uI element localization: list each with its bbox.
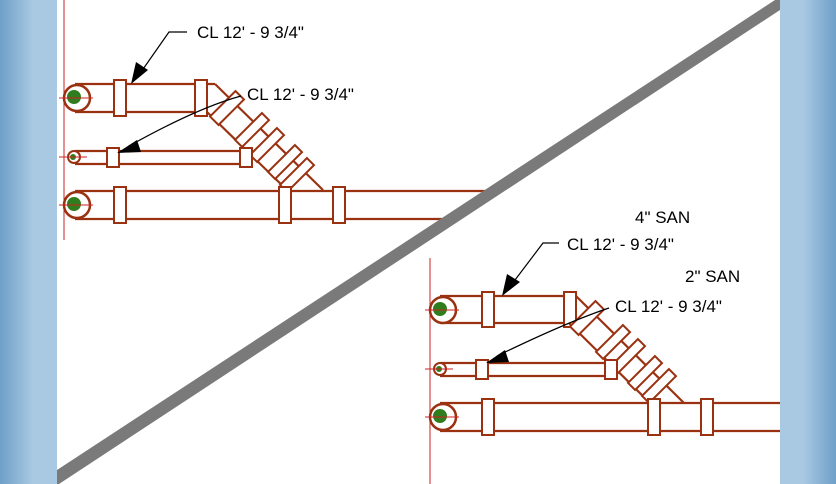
pipe-cap [67, 90, 81, 104]
coupling [266, 143, 304, 181]
coupling [475, 359, 489, 380]
wye-fitting [332, 186, 346, 224]
pipe-top [59, 79, 324, 194]
label-cl-upper: CL 12' - 9 3/4" [567, 235, 674, 254]
coupling [248, 126, 286, 164]
pipe-diagram: CL 12' - 9 3/4" CL 12' - 9 3/4" [57, 0, 780, 484]
label-size-4in: 4" SAN [635, 208, 690, 227]
leader-upper: CL 12' - 9 3/4" [131, 23, 304, 84]
coupling [647, 398, 661, 436]
coupling [233, 111, 271, 149]
pipe-cap [433, 302, 447, 316]
drawing-canvas: CL 12' - 9 3/4" CL 12' - 9 3/4" [57, 0, 780, 484]
pipe-bottom [59, 186, 485, 224]
label-cl-lower: CL 12' - 9 3/4" [247, 85, 354, 104]
label-cl-upper: CL 12' - 9 3/4" [197, 23, 304, 42]
coupling [640, 367, 678, 405]
coupling [626, 354, 664, 392]
coupling [194, 79, 208, 117]
coupling [106, 147, 120, 168]
elbow-fitting [568, 299, 606, 337]
pipe-cap [67, 197, 81, 211]
leader-upper: CL 12' - 9 3/4" [502, 235, 674, 296]
view-after: 4" SAN CL 12' - 9 3/4" 2" SAN CL 12' - 9… [425, 208, 780, 484]
coupling [113, 79, 127, 117]
view-before: CL 12' - 9 3/4" CL 12' - 9 3/4" [59, 0, 485, 240]
coupling [113, 186, 127, 224]
label-cl-lower: CL 12' - 9 3/4" [615, 297, 722, 316]
wye-fitting [700, 398, 714, 436]
coupling [604, 359, 618, 380]
pipe-small [59, 147, 253, 168]
view-divider [57, 0, 780, 484]
coupling [239, 147, 253, 168]
pipe-top [425, 291, 685, 405]
coupling [481, 398, 495, 436]
leader-lower: CL 12' - 9 3/4" [117, 85, 354, 153]
coupling [481, 291, 495, 328]
pipe-cap [433, 409, 447, 423]
pipe-small [425, 359, 618, 380]
leader-lower: CL 12' - 9 3/4" [486, 297, 722, 363]
label-size-2in: 2" SAN [685, 267, 740, 286]
pipe-bottom [425, 398, 780, 436]
coupling [594, 323, 632, 361]
coupling [278, 186, 292, 224]
elbow-fitting [208, 89, 246, 127]
